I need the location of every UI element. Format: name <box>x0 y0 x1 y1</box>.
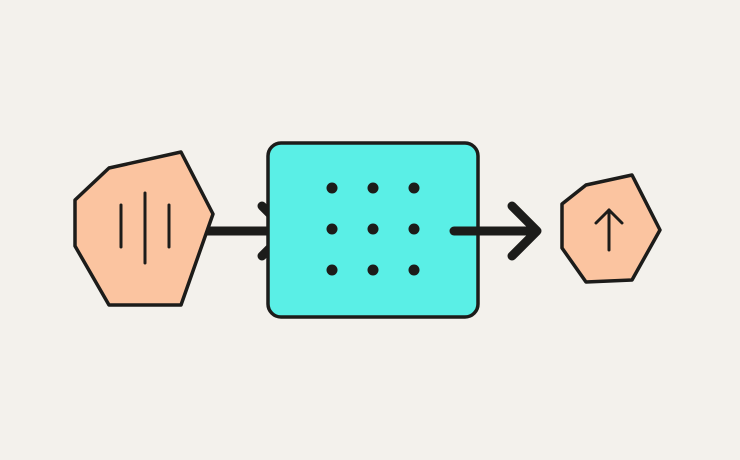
arrowhead-icon <box>507 201 542 261</box>
grid-dot <box>326 223 338 235</box>
grid-dot <box>408 264 420 276</box>
vertical-bars-icon <box>119 191 171 265</box>
grid-dot <box>367 264 379 276</box>
arrow-head <box>594 208 624 225</box>
grid-dot <box>367 182 379 194</box>
input-node <box>73 150 215 307</box>
grid-dot <box>367 223 379 235</box>
output-hexagon <box>560 173 662 284</box>
edge-process-to-output <box>449 201 542 261</box>
grid-dot <box>408 182 420 194</box>
grid-dot <box>408 223 420 235</box>
output-node <box>560 173 662 284</box>
dot-grid-icon <box>326 182 420 276</box>
grid-dot <box>326 182 338 194</box>
process-node <box>266 141 480 319</box>
grid-dot <box>326 264 338 276</box>
arrow-up-icon <box>594 208 624 252</box>
